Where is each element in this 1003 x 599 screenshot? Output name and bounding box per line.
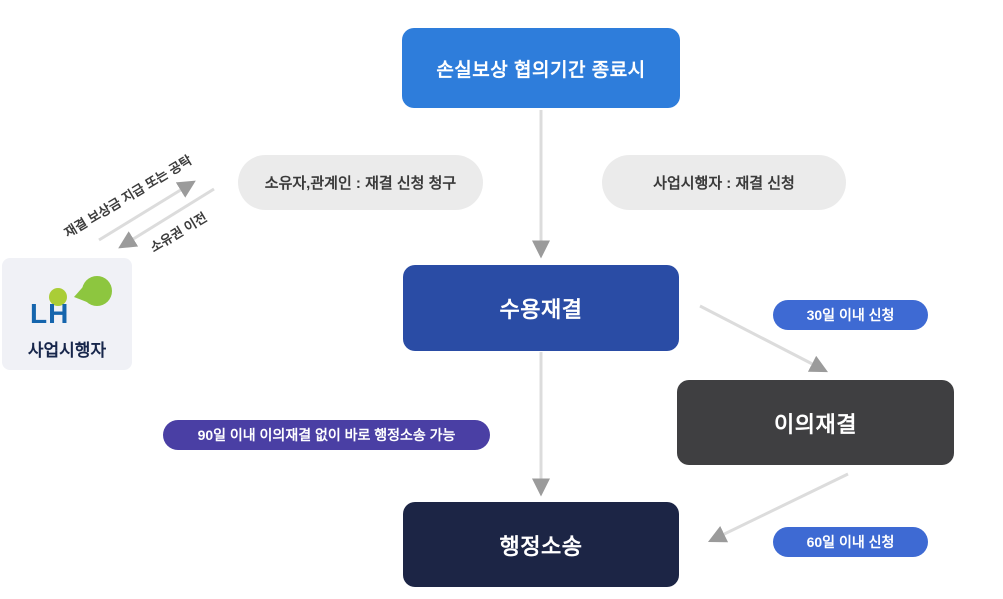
expropriation-node: 수용재결 xyxy=(403,265,679,351)
lh-logo-text: LH xyxy=(30,298,70,329)
badge-direct-litigation-90-days: 90일 이내 이의재결 없이 바로 행정소송 가능 xyxy=(163,420,490,450)
start-node: 손실보상 협의기간 종료시 xyxy=(402,28,680,108)
ownership-arrow-label: 소유권 이전 xyxy=(147,209,210,256)
lh-logo-icon xyxy=(49,276,112,306)
owner-request-pill: 소유자,관계인 : 재결 신청 청구 xyxy=(238,155,483,210)
litigation-node: 행정소송 xyxy=(403,502,679,587)
objection-node: 이의재결 xyxy=(677,380,954,465)
developer-request-pill: 사업시행자 : 재결 신청 xyxy=(602,155,846,210)
agency-label: 사업시행자 xyxy=(27,341,107,360)
badge-within-60-days: 60일 이내 신청 xyxy=(773,527,928,557)
agency-card: LH 사업시행자 xyxy=(2,258,132,370)
badge-within-30-days: 30일 이내 신청 xyxy=(773,300,928,330)
